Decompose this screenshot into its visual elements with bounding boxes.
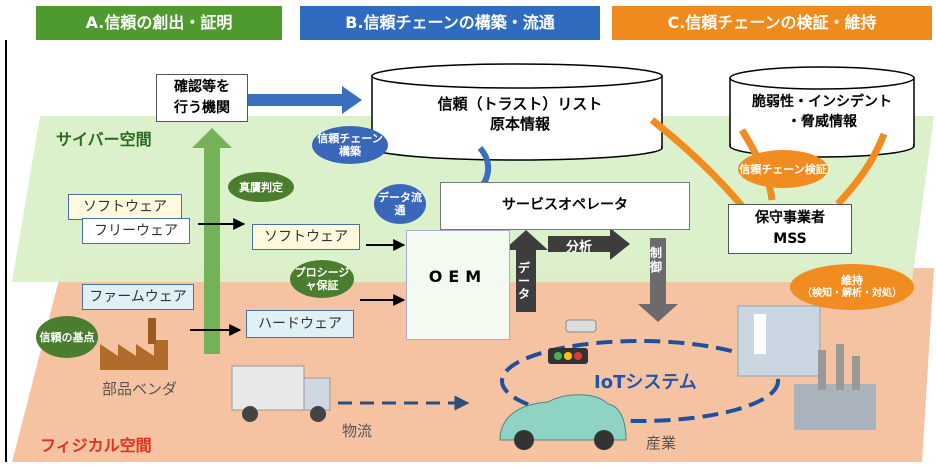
header-b: B.信頼チェーンの構築・流通 bbox=[300, 6, 600, 40]
parts-vendor-label: 部品ベンダ bbox=[102, 380, 178, 398]
verifier-box: 確認等を 行う機関 bbox=[156, 74, 248, 122]
chain-verify-bubble: 信頼チェーン検証 bbox=[738, 150, 828, 188]
verifier-line1: 確認等を bbox=[174, 79, 230, 95]
trust-list-line1: 信頼（トラスト）リスト bbox=[437, 95, 603, 113]
software-tag-top: ソフトウェア bbox=[68, 194, 182, 220]
maintain-bubble: 維持 （検知・解析・対処） bbox=[790, 264, 914, 310]
software-tag-mid: ソフトウェア bbox=[252, 224, 360, 250]
maintainer-line1: 保守事業者 bbox=[755, 210, 825, 226]
control-label: 制御 bbox=[650, 246, 663, 274]
analysis-label: 分析 bbox=[566, 240, 593, 255]
cyber-space-label: サイバー空間 bbox=[56, 130, 152, 149]
trust-list-label: 信頼（トラスト）リスト 原本情報 bbox=[420, 94, 620, 134]
procedure-cert-bubble: プロシージャ保証 bbox=[290, 260, 354, 298]
trust-anchor-bubble: 信頼の基点 bbox=[36, 316, 98, 358]
blue-right-arrow bbox=[248, 86, 362, 114]
maintain-line1: 維持 bbox=[841, 274, 863, 287]
authenticity-bubble: 真贋判定 bbox=[228, 172, 294, 202]
traffic-light-illustration bbox=[548, 348, 588, 364]
vulnerability-label: 脆弱性・インシデント ・脅威情報 bbox=[734, 92, 910, 132]
car-illustration bbox=[499, 394, 627, 450]
camera-illustration bbox=[565, 319, 597, 333]
chain-build-bubble: 信頼チェーン構築 bbox=[312, 126, 388, 164]
trust-list-cylinder bbox=[371, 63, 663, 161]
oem-box: OEM bbox=[406, 230, 510, 340]
data-flow-bubble: データ流通 bbox=[374, 184, 426, 224]
maintainer-line2: MSS bbox=[773, 231, 807, 247]
orange-arrow-3 bbox=[835, 132, 888, 207]
control-room-illustration bbox=[737, 305, 821, 377]
factory-illustration bbox=[100, 318, 168, 370]
header-a: A.信頼の創出・証明 bbox=[36, 6, 282, 40]
green-up-arrow bbox=[192, 128, 232, 354]
orange-arrow-1 bbox=[649, 117, 745, 209]
hardware-tag: ハードウェア bbox=[246, 310, 354, 338]
vulnerability-line2: ・脅威情報 bbox=[787, 114, 857, 130]
trust-list-line2: 原本情報 bbox=[489, 115, 550, 133]
data-label: データ bbox=[518, 261, 531, 301]
maintainer-box: 保守事業者 MSS bbox=[728, 204, 852, 254]
firmware-tag: ファームウェア bbox=[82, 284, 194, 310]
iot-ellipse bbox=[500, 339, 780, 423]
freeware-tag: フリーウェア bbox=[82, 218, 190, 244]
physical-space-label: フィジカル空間 bbox=[40, 436, 152, 455]
maintain-line2: （検知・解析・対処） bbox=[802, 288, 902, 299]
truck-illustration bbox=[231, 365, 331, 422]
verifier-line2: 行う機関 bbox=[174, 100, 230, 116]
plant-illustration bbox=[794, 344, 876, 430]
industry-label: 産業 bbox=[646, 434, 677, 452]
header-c: C.信頼チェーンの検証・維持 bbox=[612, 6, 932, 40]
data-up-arrow bbox=[504, 230, 548, 312]
control-down-arrow bbox=[638, 238, 678, 322]
service-operator-box: サービスオペレータ bbox=[440, 182, 690, 230]
iot-system-label: IoTシステム bbox=[594, 372, 697, 393]
vulnerability-line1: 脆弱性・インシデント bbox=[752, 94, 892, 110]
analysis-arrow bbox=[548, 228, 630, 260]
logistics-label: 物流 bbox=[342, 422, 373, 440]
